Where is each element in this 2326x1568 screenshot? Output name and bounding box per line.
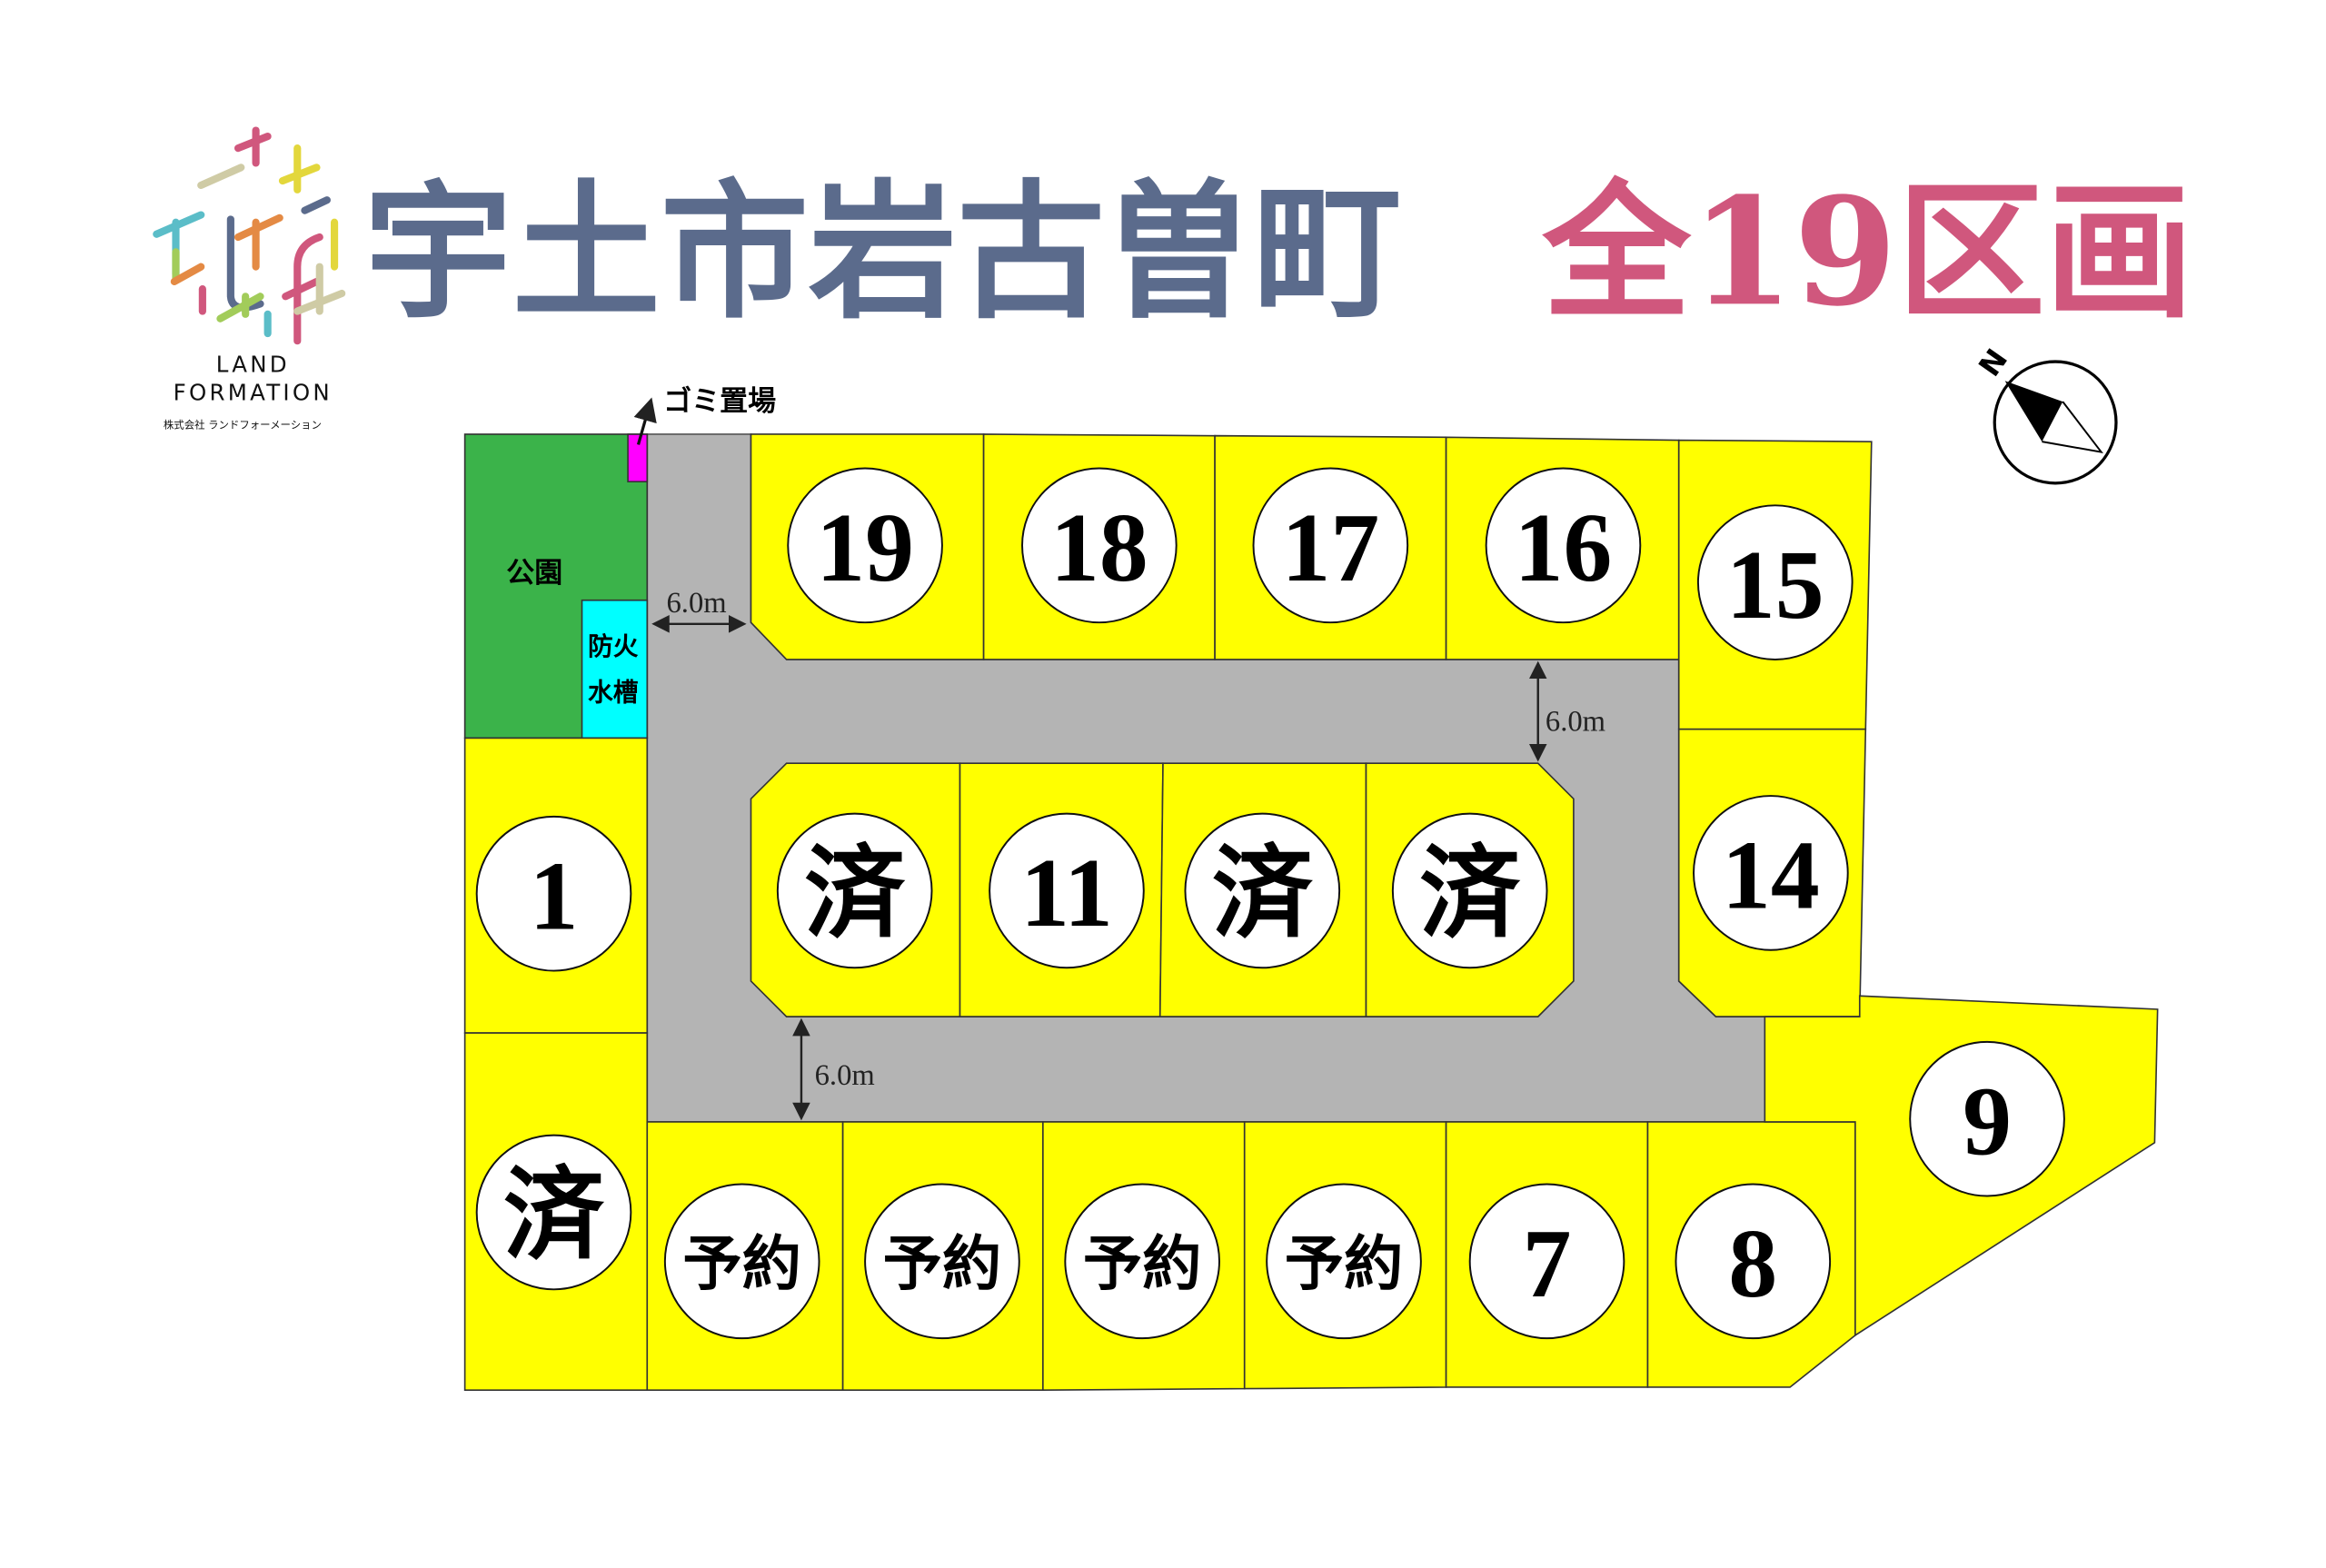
lot-label: 7 [1523, 1210, 1572, 1318]
lot-badge [1184, 812, 1341, 969]
lot-badge [1909, 1040, 2065, 1197]
lot-7[interactable]: 11 [959, 762, 1164, 1017]
road-width-label: 6.0m [666, 587, 726, 620]
lot-9[interactable]: 済 [1365, 762, 1575, 1017]
lot-16[interactable]: 7 [1445, 1121, 1649, 1388]
garbage-area [627, 433, 649, 483]
lot-label: 14 [1722, 822, 1820, 930]
lot-3[interactable]: 16 [1445, 436, 1680, 660]
lot-label: 予約 [682, 1230, 801, 1299]
lot-5[interactable]: 14 [1677, 728, 1867, 1017]
lot-4[interactable]: 15 [1677, 439, 1873, 730]
north-label: N [1972, 342, 2014, 382]
lot-label: 16 [1515, 494, 1613, 602]
lot-badge [1266, 1183, 1422, 1340]
lot-label: 予約 [1285, 1230, 1404, 1299]
lot-13[interactable]: 予約 [841, 1121, 1044, 1392]
north-compass-icon: N [1972, 342, 2118, 485]
lot-15[interactable]: 予約 [1243, 1121, 1447, 1390]
logo-company-name: 株式会社 ランドフォーメーション [164, 418, 322, 431]
lot-badge [1485, 467, 1642, 624]
lot-label: 済 [1212, 835, 1314, 953]
lot-badge [1675, 1183, 1832, 1340]
company-logo [153, 126, 346, 345]
lot-label: 済 [804, 835, 906, 953]
lot-8[interactable]: 済 [1158, 762, 1367, 1017]
lot-label: 19 [816, 494, 914, 602]
lot-label: 9 [1963, 1067, 2012, 1176]
lot-badge [1693, 795, 1849, 951]
lot-label: 済 [503, 1156, 605, 1275]
lot-label: 18 [1050, 494, 1148, 602]
lot-label: 1 [530, 842, 579, 950]
lot-badge [776, 812, 933, 969]
lot-badge [1021, 467, 1178, 624]
garbage-label: ゴミ置場 [663, 385, 776, 418]
lot-badge [475, 1134, 632, 1291]
lot-2[interactable]: 17 [1214, 434, 1447, 660]
park-label: 公園 [506, 557, 562, 590]
logo-text-land: LAND [216, 351, 290, 377]
lot-badge [1468, 1183, 1625, 1340]
lot-badge [989, 812, 1145, 969]
lot-label: 済 [1419, 835, 1521, 953]
lot-badge [1391, 812, 1548, 969]
lot-badge [1064, 1183, 1220, 1340]
lot-badge [1696, 504, 1854, 660]
lot-badge [787, 467, 943, 624]
lot-label: 17 [1282, 494, 1380, 602]
lot-1[interactable]: 18 [982, 433, 1216, 660]
lot-0[interactable]: 19 [750, 433, 985, 660]
lot-label: 予約 [1083, 1230, 1202, 1299]
lot-badge [1252, 467, 1409, 624]
garbage-arrow-icon [633, 397, 657, 445]
lot-14[interactable]: 予約 [1042, 1121, 1246, 1392]
lot-12[interactable]: 予約 [646, 1121, 844, 1392]
lot-11[interactable]: 済 [463, 1032, 649, 1392]
lot-18[interactable]: 9 [1764, 995, 2159, 1337]
lot-10[interactable]: 1 [463, 737, 649, 1034]
lot-badge [864, 1183, 1020, 1340]
lot-badge [663, 1183, 820, 1340]
logo-text-formation: FORMATION [174, 379, 333, 405]
page-title: 宇土市岩古曽町 [364, 165, 1402, 339]
lot-label: 8 [1728, 1210, 1777, 1318]
fire-tank-label-2: 水槽 [588, 678, 639, 708]
lot-label: 11 [1020, 839, 1113, 948]
lot-17[interactable]: 8 [1646, 1121, 1856, 1388]
lot-label: 予約 [883, 1230, 1002, 1299]
road-width-label: 6.0m [1546, 705, 1605, 738]
fire-tank-label-1: 防火 [588, 631, 639, 661]
total-lots-title: 全19区画 [1542, 165, 2193, 339]
lot-badge [475, 815, 632, 972]
lot-6[interactable]: 済 [750, 762, 961, 1017]
road-width-label: 6.0m [815, 1059, 875, 1092]
fire-water-tank [581, 599, 649, 739]
lot-label: 15 [1726, 531, 1824, 640]
